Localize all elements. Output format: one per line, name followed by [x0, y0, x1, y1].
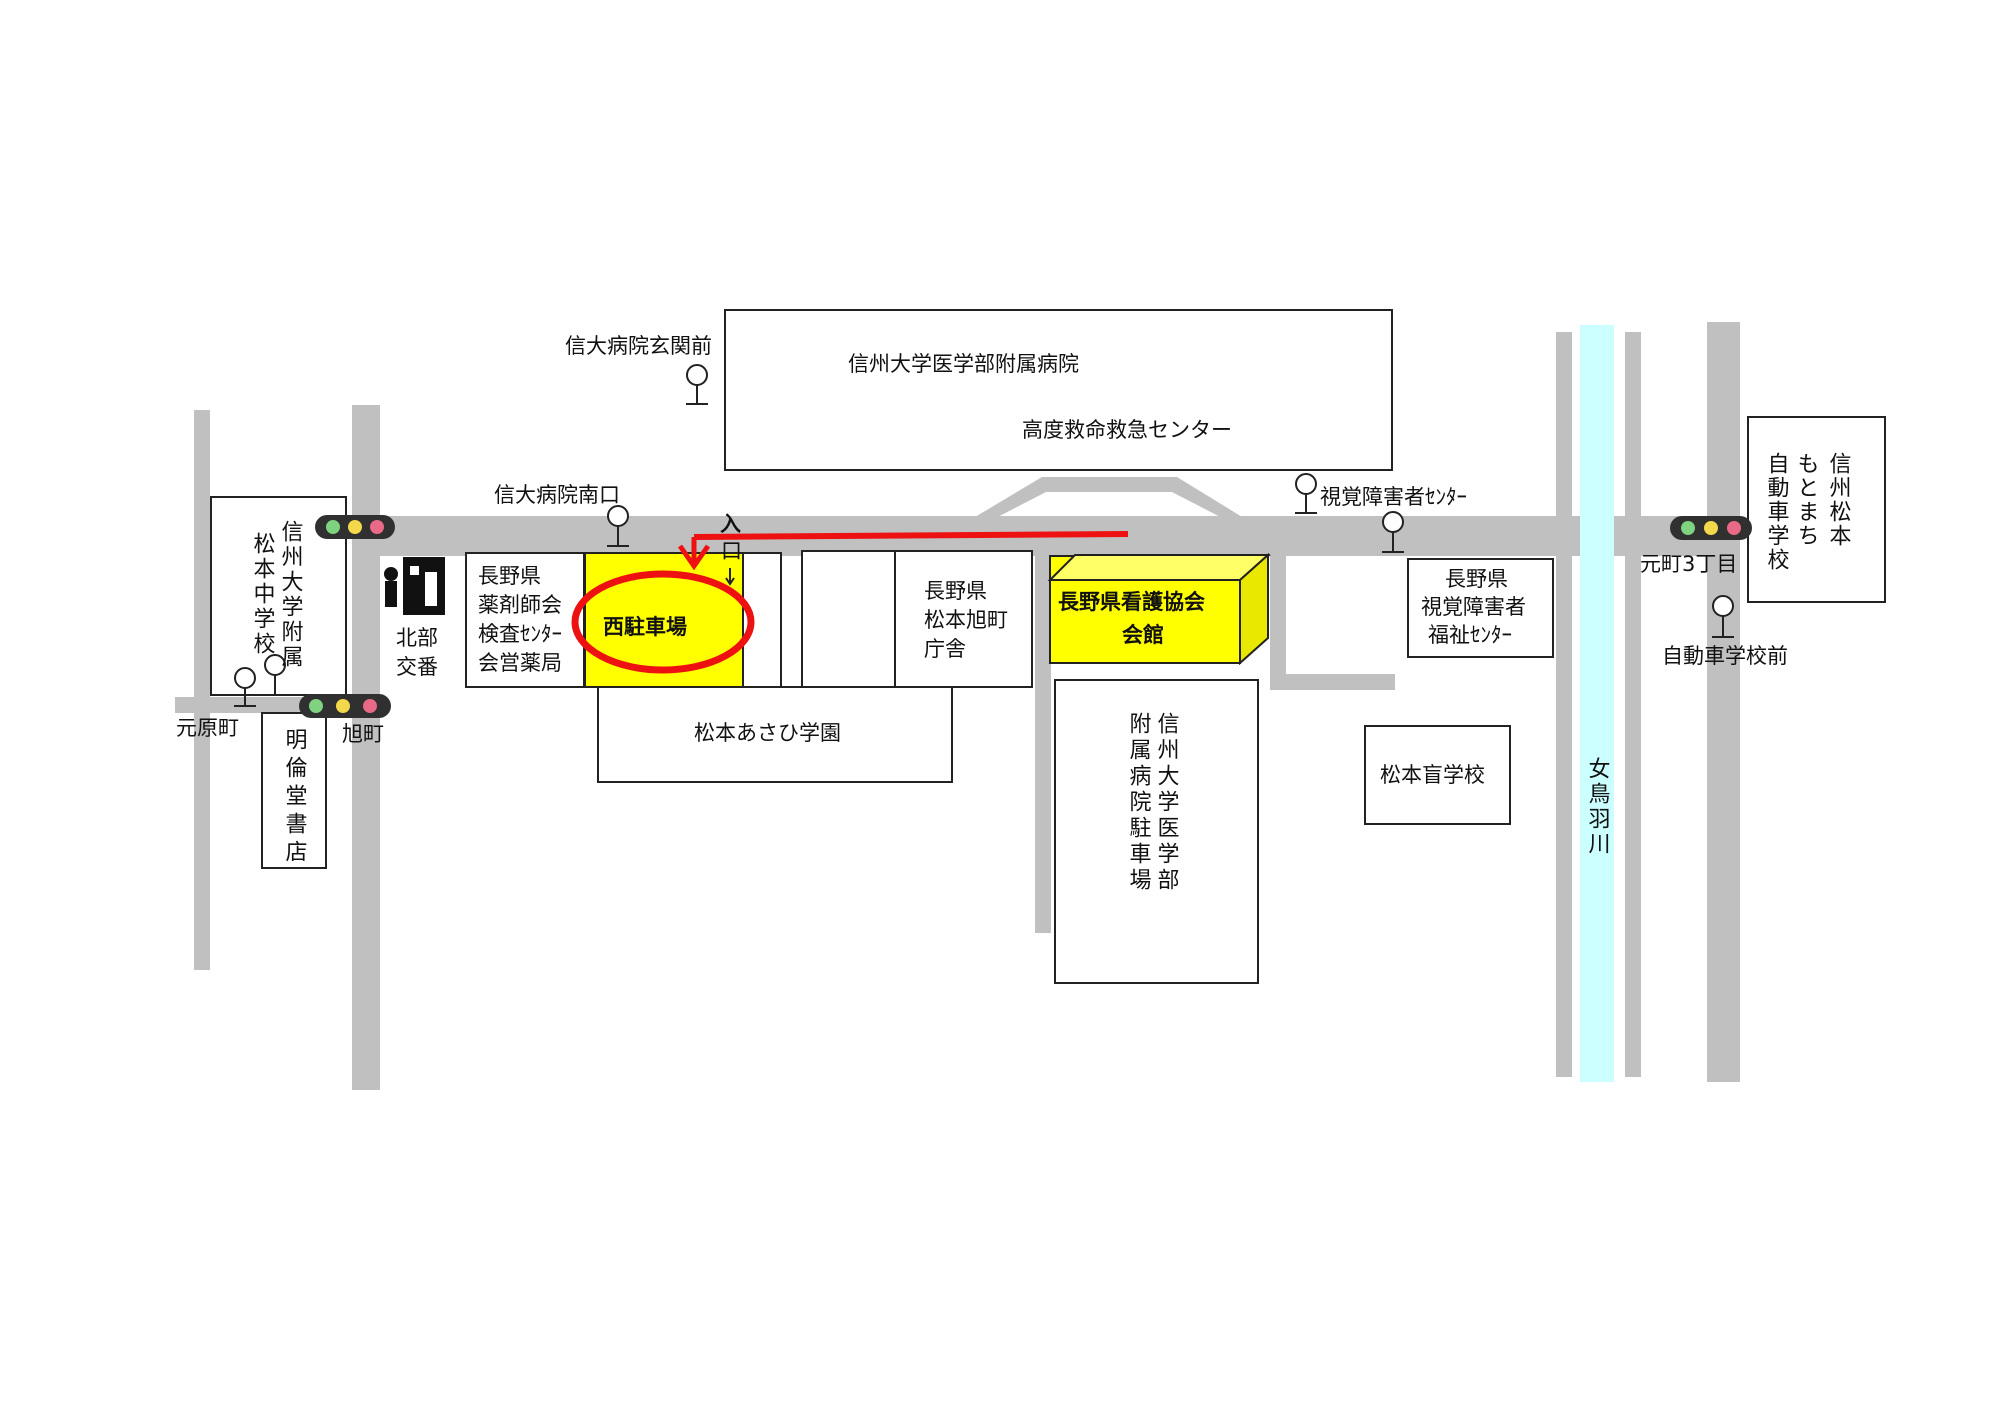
emergency-center-label: 高度救命救急センター: [1022, 418, 1232, 442]
road-center: [1035, 548, 1051, 933]
bookstore-building: [261, 712, 327, 869]
police-box-label-1: 北部: [396, 626, 438, 650]
asahi-school-label: 松本あさひ学園: [694, 721, 841, 745]
driving-school-col-2: もとまち: [1794, 452, 1819, 548]
road-asahimachi: [352, 405, 380, 1090]
hospital-name: 信州大学医学部附属病院: [848, 352, 1079, 376]
blind-school-label: 松本盲学校: [1380, 763, 1485, 787]
bus-stop-icon: [264, 654, 286, 695]
intersection-motomachi-label: 元町3丁目: [1640, 552, 1737, 576]
matsumoto-jhs-col-2: 松本中学校: [250, 532, 276, 657]
bus-stop-genkan-label: 信大病院玄関前: [565, 334, 712, 358]
traffic-light-icon: [1670, 516, 1752, 540]
driving-school-col-3: 自動車学校: [1764, 452, 1790, 572]
hospital-parking-building: [1054, 679, 1259, 984]
block-mid-left: [801, 550, 896, 688]
bus-stop-icon: [686, 364, 708, 405]
bookstore-label: 明倫堂書店: [282, 728, 308, 868]
route-arrow: [677, 531, 1129, 571]
riverside-road-east: [1625, 332, 1641, 1077]
pharmacy-label-1: 長野県: [478, 564, 541, 588]
bus-stop-minamiguchi-label: 信大病院南口: [494, 483, 620, 507]
roads: [175, 322, 1740, 1090]
bus-stop-icon: [1382, 511, 1404, 553]
road-right-horizontal: [1270, 674, 1395, 690]
traffic-light-icon: [299, 694, 391, 718]
road-motomachi: [1707, 322, 1740, 1082]
bus-stop-motohara-label: 元原町: [176, 716, 239, 740]
hospital-parking-col-2: 附属病院駐車場: [1126, 712, 1152, 894]
nursing-box-top: [1047, 554, 1271, 581]
bus-stop-icon: [1712, 595, 1734, 638]
parking-highlight-circle: [571, 570, 755, 674]
driving-school-building: [1747, 416, 1886, 603]
govt-label-2: 松本旭町: [924, 608, 1008, 632]
traffic-light-icon: [315, 515, 395, 539]
bus-stop-blind-center-label: 視覚障害者ｾﾝﾀｰ: [1320, 485, 1467, 509]
pharmacy-label-3: 検査ｾﾝﾀｰ: [478, 622, 562, 646]
blind-welfare-label-2: 視覚障害者: [1421, 595, 1526, 619]
river: [1580, 325, 1614, 1082]
driving-school-col-1: 信州松本: [1826, 452, 1852, 548]
nursing-association-building: [1047, 552, 1271, 666]
west-parking-label: 西駐車場: [603, 615, 687, 639]
bus-stop-icon: [234, 667, 256, 707]
arrow-down-icon: [677, 544, 711, 571]
hospital-building: [724, 309, 1393, 471]
hospital-loop-road: [965, 477, 1252, 523]
riverside-road-west: [1556, 332, 1572, 1077]
blind-welfare-building: [1407, 558, 1554, 658]
river-label: 女鳥羽川: [1585, 757, 1611, 857]
buildings: [210, 309, 1886, 984]
entrance-marker: [725, 568, 735, 586]
nursing-box-side: [1239, 552, 1269, 666]
entrance-label-1: 入: [720, 512, 741, 536]
pharmacy-label-2: 薬剤師会: [478, 593, 562, 617]
nursing-assoc-label-1: 長野県看護協会: [1058, 590, 1205, 614]
hospital-parking-col-1: 信州大学医学部: [1154, 712, 1180, 894]
matsumoto-jhs-col-1: 信州大学附属: [278, 520, 304, 670]
asahi-school-building: [597, 686, 953, 783]
road-right-vertical: [1270, 548, 1286, 688]
govt-label-1: 長野県: [924, 579, 987, 603]
police-box-label-2: 交番: [396, 655, 438, 679]
pharmacy-label-4: 会営薬局: [478, 651, 562, 675]
bus-stop-icon: [607, 505, 629, 547]
entrance-label-2: 口: [721, 539, 742, 563]
pharmacy-building: [465, 552, 585, 688]
side-road-far-west: [194, 410, 210, 970]
intersection-asahimachi-label: 旭町: [342, 722, 384, 746]
police-box-icon: [384, 557, 445, 615]
blind-school-building: [1364, 725, 1511, 825]
nursing-box-front: [1049, 579, 1241, 664]
bus-stop-icon: [1295, 473, 1317, 514]
blind-welfare-label-3: 福祉ｾﾝﾀｰ: [1428, 623, 1512, 647]
bus-stop-driving-school-label: 自動車学校前: [1662, 644, 1788, 668]
nursing-assoc-label-2: 会館: [1122, 623, 1164, 647]
govt-label-3: 庁舎: [924, 637, 966, 661]
govt-building: [894, 550, 1033, 688]
blind-welfare-label-1: 長野県: [1445, 567, 1508, 591]
